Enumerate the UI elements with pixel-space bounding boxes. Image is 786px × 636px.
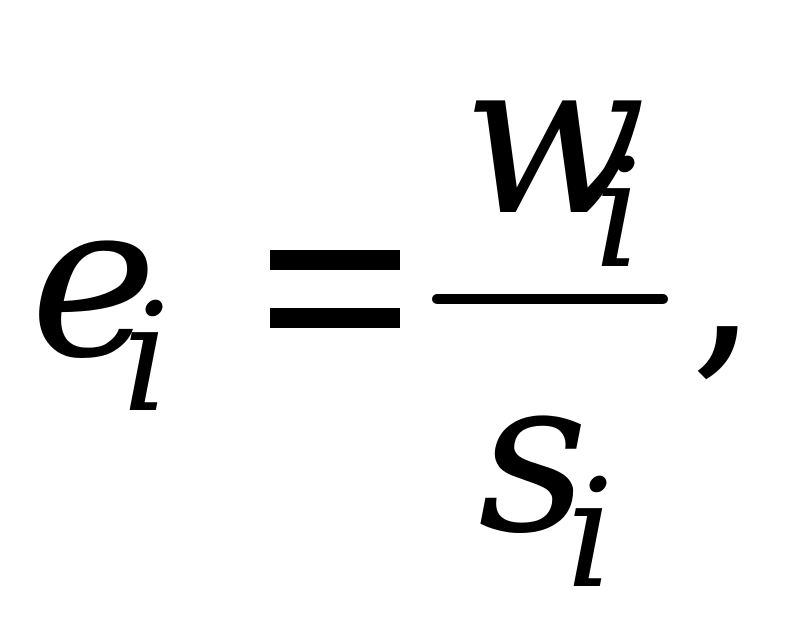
equals-top-bar [270,250,400,270]
equals-sign [270,250,400,328]
lhs-subscript: i [122,272,170,446]
trailing-comma: , [690,150,758,401]
denominator-base: s [478,330,588,581]
lhs-base: e [30,155,157,406]
fraction-bar [432,294,668,304]
equals-bottom-bar [270,308,400,328]
numerator-base: w [462,12,646,263]
denominator-subscript: i [566,448,614,622]
numerator-subscript: i [594,128,642,302]
